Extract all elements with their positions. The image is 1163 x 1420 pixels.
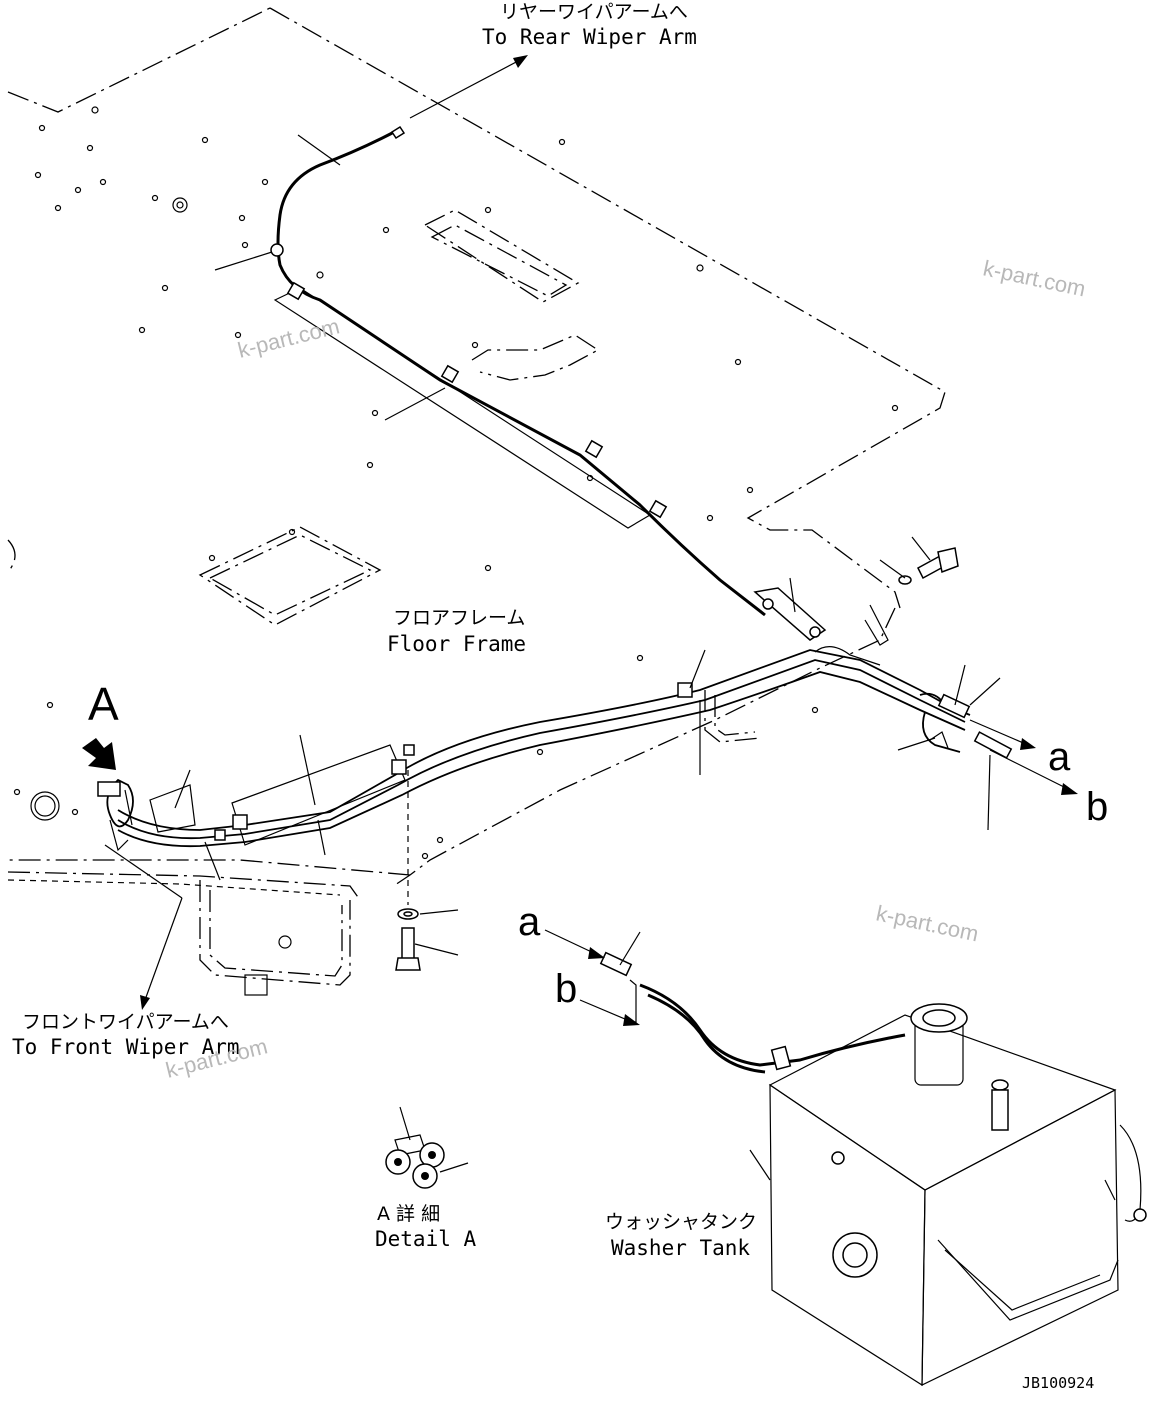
washer-tank-label-en: Washer Tank — [611, 1236, 750, 1260]
floor-hose-brackets — [273, 281, 827, 641]
front-wiper-label-jp: フロントワイパアームへ — [22, 1011, 229, 1033]
view-a-arrow — [82, 738, 116, 770]
watermark: k-part.com — [235, 313, 342, 362]
rear-wiper-label-en: To Rear Wiper Arm — [482, 25, 697, 49]
front-connector — [97, 778, 134, 852]
bolt-washer-upper — [898, 547, 959, 585]
detail-a-label-jp: A 詳 細 — [377, 1203, 440, 1225]
floor-frame-plate — [7, 7, 946, 996]
view-a-label: A — [88, 678, 119, 730]
watermark: k-part.com — [874, 900, 981, 946]
watermark: k-part.com — [981, 255, 1088, 301]
bolt-washer-lower — [395, 770, 421, 971]
main-hose-bundle — [117, 646, 966, 848]
connector-a-right: a — [1048, 735, 1071, 779]
tank-hose — [599, 951, 906, 1074]
washer-tank-label-jp: ウォッシャタンク — [605, 1211, 757, 1233]
front-wiper-label-en: To Front Wiper Arm — [12, 1035, 240, 1059]
leader-lines — [104, 55, 1078, 1173]
connector-b-left: b — [555, 967, 577, 1011]
right-connectors — [919, 692, 1013, 759]
mounting-holes — [13, 106, 899, 949]
floor-frame-label-jp: フロアフレーム — [393, 607, 525, 629]
connector-a-left: a — [518, 900, 541, 944]
rear-wiper-label-jp: リヤーワイパアームへ — [500, 1, 688, 23]
rear-washer-hose — [270, 125, 766, 617]
grommets-detail-a — [385, 1134, 445, 1189]
floor-frame-label-en: Floor Frame — [387, 632, 526, 656]
connector-b-right: b — [1086, 785, 1108, 829]
washer-tank — [749, 1003, 1147, 1387]
hose-protector-sleeve — [149, 682, 693, 846]
drawing-number: JB100924 — [1022, 1374, 1094, 1392]
detail-a-label-en: Detail A — [375, 1227, 477, 1251]
